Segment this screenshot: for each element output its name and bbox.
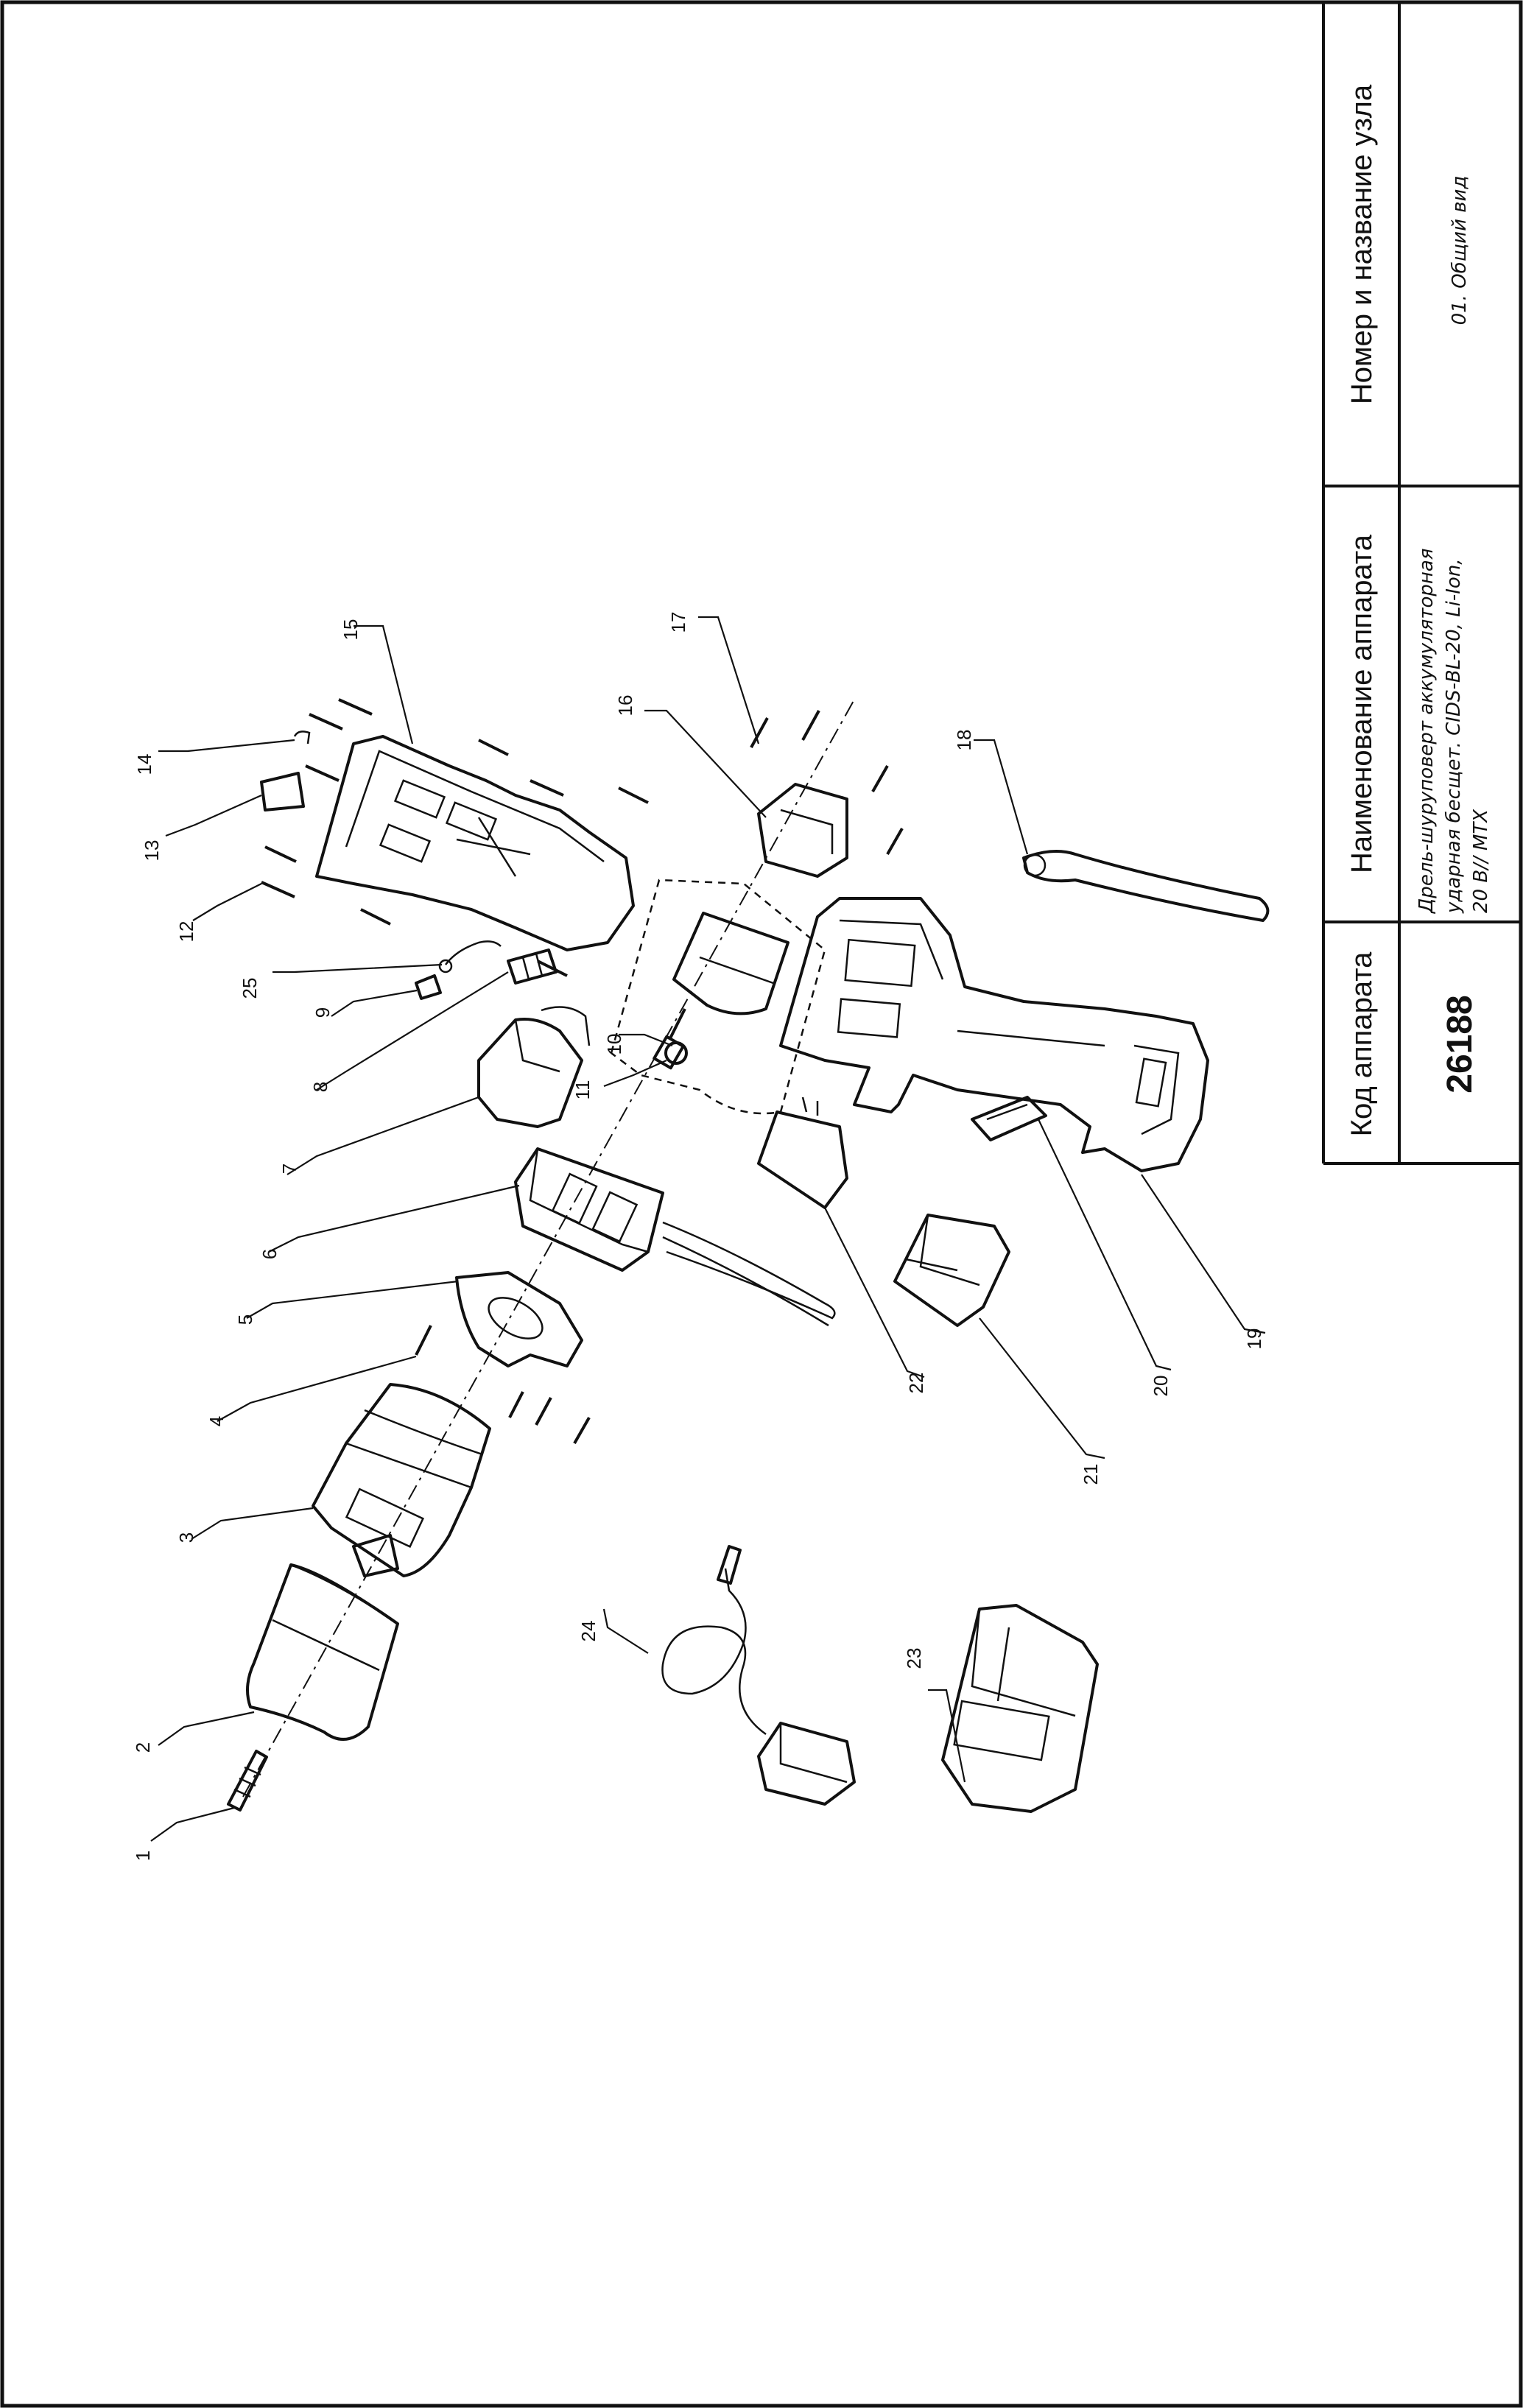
part-4-screws <box>415 1325 591 1444</box>
part-3-gear-housing <box>312 1383 491 1577</box>
callout-19: 19 <box>1243 1328 1265 1350</box>
callout-20: 20 <box>1150 1376 1172 1397</box>
header-node-name: Номер и название узла <box>1346 84 1378 404</box>
node-name-value: 01. Общий вид <box>1449 176 1471 325</box>
header-device-name: Наименование аппарата <box>1346 534 1378 873</box>
title-block: Код аппарата Наименование аппарата Номер… <box>1322 4 1522 1165</box>
part-24-charger <box>661 1545 856 1806</box>
part-12-13-14-small-parts <box>260 698 373 898</box>
part-22-control-board <box>757 1096 848 1209</box>
callout-17: 17 <box>667 612 689 633</box>
callout-3: 3 <box>175 1532 197 1543</box>
callout-1: 1 <box>132 1851 154 1861</box>
part-25-wire <box>438 940 502 974</box>
part-21-battery-adapter <box>893 1214 1010 1327</box>
part-7-switch-housing <box>477 1006 591 1128</box>
header-device-code: Код аппарата <box>1346 951 1378 1136</box>
callout-7: 7 <box>278 1163 300 1174</box>
exploded-drawing: 1 2 3 4 5 6 7 8 9 10 11 12 13 14 15 16 1… <box>132 612 1270 1862</box>
callout-22: 22 <box>905 1373 927 1394</box>
motor-module-outline <box>610 879 826 1115</box>
callout-16: 16 <box>614 695 636 717</box>
callout-numbers: 1 2 3 4 5 6 7 8 9 10 11 12 13 14 15 16 1… <box>132 612 1265 1862</box>
callout-2: 2 <box>132 1742 154 1753</box>
part-10-11-bearing <box>653 1035 688 1070</box>
part-6-motor-stator <box>514 1147 836 1327</box>
part-19-main-housing <box>779 897 1209 1172</box>
callout-5: 5 <box>234 1314 256 1325</box>
callout-15: 15 <box>340 619 362 641</box>
part-1-bit <box>227 1750 268 1812</box>
callout-8: 8 <box>309 1082 331 1092</box>
device-name-line-3: 20 В// MTX <box>1470 809 1492 913</box>
part-17-screws <box>750 710 904 855</box>
part-5-bracket <box>455 1271 583 1367</box>
part-8-trigger-switch <box>507 948 558 985</box>
callout-9: 9 <box>312 1007 334 1018</box>
callout-23: 23 <box>903 1648 925 1669</box>
part-16-end-cap <box>757 783 848 878</box>
callout-14: 14 <box>133 754 155 775</box>
part-rotor <box>669 912 789 1039</box>
callout-24: 24 <box>577 1621 599 1642</box>
part-15-left-housing <box>315 735 649 977</box>
callout-21: 21 <box>1080 1464 1102 1485</box>
callout-12: 12 <box>175 921 197 943</box>
device-name-line-1: Дрель-шуруповерт аккумуляторная <box>1415 549 1438 914</box>
device-code-value: 26188 <box>1441 995 1480 1093</box>
callout-13: 13 <box>141 840 163 862</box>
part-9-clip <box>415 974 442 1000</box>
part-23-battery-pack <box>941 1604 1099 1813</box>
callout-10: 10 <box>603 1034 625 1055</box>
callout-6: 6 <box>258 1249 281 1259</box>
callout-4: 4 <box>205 1416 228 1426</box>
part-18-wrist-strap <box>1022 850 1270 922</box>
leader-lines <box>150 616 1266 1842</box>
callout-11: 11 <box>571 1080 594 1100</box>
device-name-line-2: ударная бесщет. CIDS-BL-20, Li-Ion, <box>1443 558 1465 914</box>
part-2-chuck <box>246 1563 399 1741</box>
callout-18: 18 <box>953 730 975 751</box>
assembly-axis <box>242 699 855 1798</box>
part-20-led-panel <box>971 1096 1047 1141</box>
callout-25: 25 <box>239 978 261 999</box>
